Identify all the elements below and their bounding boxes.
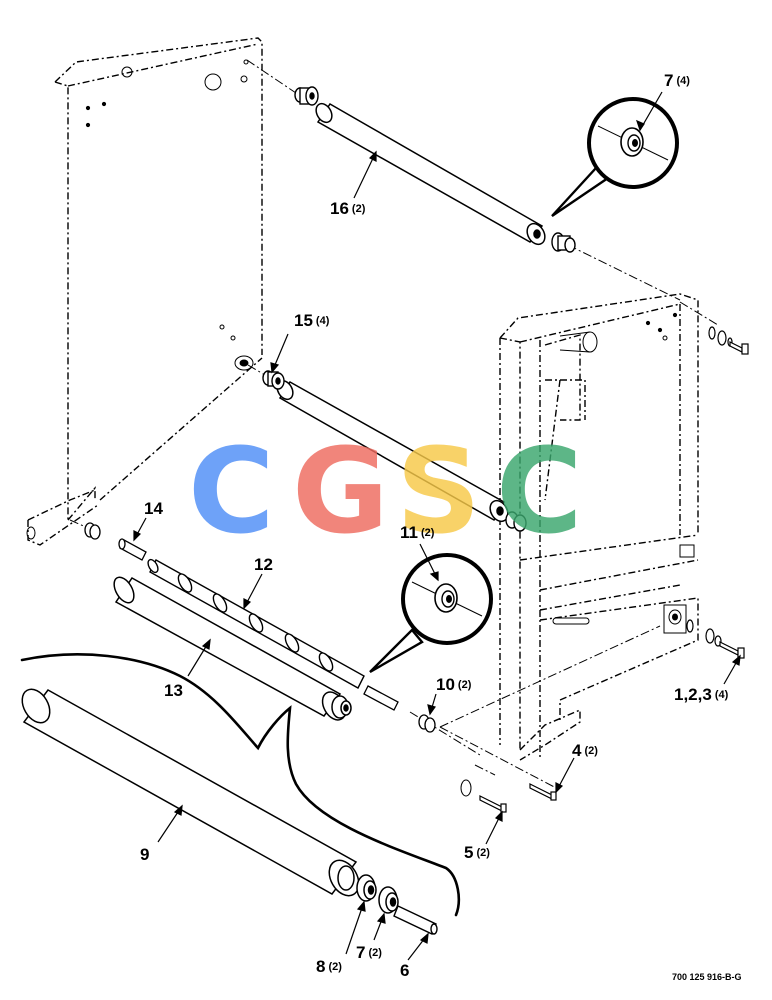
callout-8: 8(2) (316, 957, 342, 976)
callout-10: 10(2) (436, 675, 472, 694)
upper-roller (315, 102, 546, 246)
bushing-10 (418, 714, 436, 733)
detail-circle-bearing (551, 97, 679, 217)
callout-7-top: 7(4) (664, 71, 690, 90)
hardware-upper-right (708, 326, 749, 355)
bearing-7-lower (378, 886, 399, 914)
bushing-left-small (84, 522, 101, 540)
hardware-lower-right (686, 619, 745, 659)
roller-9 (21, 688, 360, 897)
upper-roller-bushing-right (551, 232, 576, 253)
watermark-letter: G (292, 422, 389, 560)
alternate-assembly-brace (20, 653, 460, 917)
roller-13 (113, 576, 352, 721)
callout-7-lower: 7(2) (356, 943, 382, 962)
left-panel-details (26, 59, 254, 540)
detail-circle-bearing-11 (369, 553, 493, 674)
callout-11: 11(2) (400, 523, 435, 542)
callout-5: 5(2) (464, 843, 490, 862)
right-panel-details (460, 312, 695, 797)
assembly-center-lines (69, 59, 719, 791)
callout-4: 4(2) (572, 741, 598, 760)
callout-1-2-3: 1,2,3(4) (674, 685, 729, 704)
cgsc-watermark: C G S C (188, 422, 583, 560)
bolt-5 (479, 795, 507, 813)
watermark-letter: C (496, 422, 583, 560)
right-side-panel (499, 293, 699, 761)
left-side-panel (27, 37, 263, 546)
callout-9: 9 (140, 845, 149, 864)
callout-14: 14 (144, 499, 163, 518)
watermark-letter: C (188, 422, 275, 560)
shaft-with-bands (147, 558, 365, 689)
upper-roller-bushing-left (294, 86, 319, 106)
middle-roller-bushing-left (262, 370, 285, 390)
pin-near-roller (363, 685, 399, 711)
middle-roller (276, 379, 509, 523)
bearing-8 (356, 874, 377, 902)
callout-labels: 7(4) 16(2) 15(4) 14 12 11(2) 13 10(2) 1,… (140, 71, 729, 980)
middle-roller-bushing-right (505, 511, 527, 532)
callout-13: 13 (164, 681, 183, 700)
shaft-6 (393, 905, 438, 935)
callout-12: 12 (254, 555, 273, 574)
callout-15: 15(4) (294, 311, 330, 330)
callout-6: 6 (400, 961, 409, 980)
bolt-4 (529, 783, 557, 801)
watermark-letter: S (396, 422, 481, 560)
callout-16: 16(2) (330, 199, 366, 218)
drawing-code: 700 125 916-B-G (672, 972, 742, 982)
pin-14 (118, 538, 147, 561)
leader-lines (133, 91, 741, 961)
